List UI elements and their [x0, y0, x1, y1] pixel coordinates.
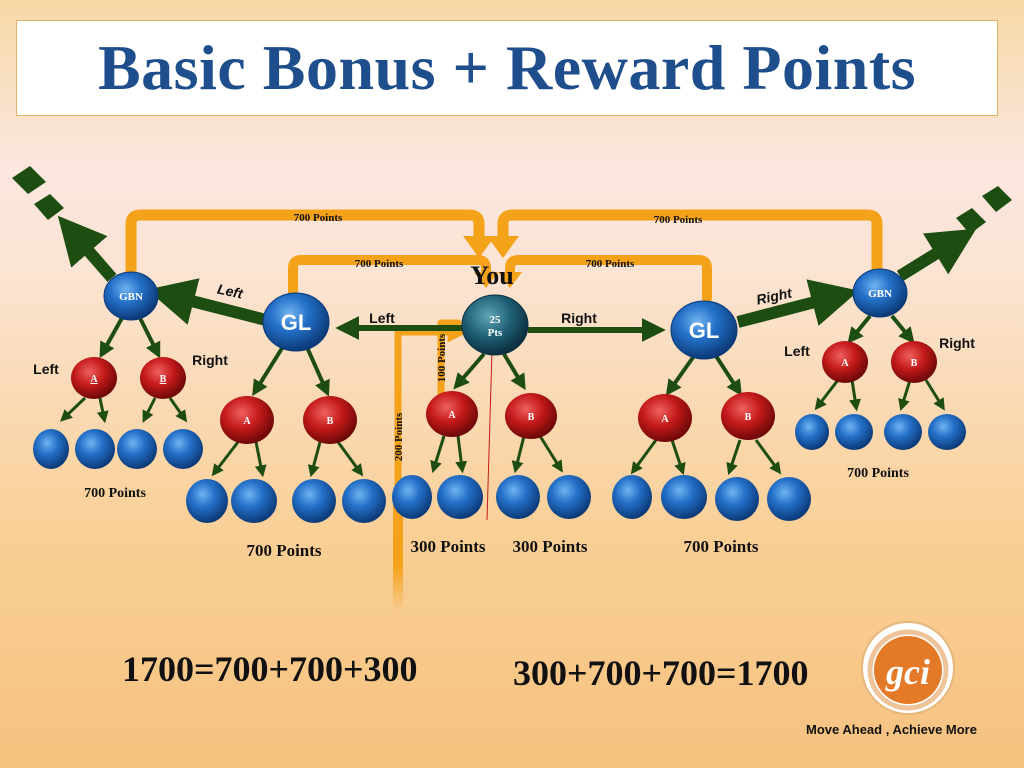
svg-text:A: A — [90, 374, 98, 385]
vertical-200-fade — [393, 500, 403, 610]
node-a-gl-left: A — [220, 396, 274, 444]
gbn-right-up-arrow — [896, 228, 977, 282]
leaves-far-left — [33, 429, 203, 469]
logo-monogram: gci — [885, 652, 930, 692]
gbn-left-up-arrow — [57, 215, 117, 282]
vertical-200-points: 200 Points — [393, 412, 405, 461]
node-a-you: A — [426, 391, 478, 437]
gbn-node-left: GBN — [103, 271, 159, 321]
top-right-arrow-feathers — [956, 186, 1012, 234]
you-label: You — [470, 261, 513, 290]
equation-right: 300+700+700=1700 — [513, 653, 809, 693]
you-points: 25 — [490, 314, 502, 326]
you-node: 25 Pts — [461, 294, 529, 356]
left-label-you: Left — [369, 310, 395, 326]
green-arrows — [57, 215, 977, 478]
inner-left-flow — [288, 255, 491, 303]
inner-left-points: 700 Points — [355, 258, 404, 270]
outer-left-arrowhead — [463, 236, 495, 258]
node-b-you: B — [505, 393, 557, 439]
inner-right-flow — [505, 255, 712, 303]
points-you-left: 300 Points — [410, 537, 485, 556]
page-title: Basic Bonus + Reward Points — [97, 32, 917, 103]
orange-flow-lines — [125, 209, 883, 610]
flow-point-labels: 700 Points 700 Points 700 Points 700 Poi… — [294, 212, 703, 461]
node-a-gbn-right: A — [822, 341, 868, 383]
node-b-gl-right: B — [721, 392, 775, 440]
inner-right-points: 700 Points — [586, 258, 635, 270]
vertical-100-points: 100 Points — [436, 333, 448, 382]
svg-text:B: B — [160, 374, 167, 385]
outer-left-flow — [125, 209, 485, 278]
gl-to-gbn-right-arrow — [736, 279, 859, 328]
leaves-gl-right — [612, 475, 811, 521]
leaves-far-right — [795, 414, 966, 450]
company-logo: gci — [861, 621, 955, 715]
points-far-right: 700 Points — [847, 466, 909, 481]
svg-text:B: B — [528, 412, 535, 423]
node-a-gbn-left: A — [71, 357, 117, 399]
svg-text:B: B — [745, 412, 752, 423]
node-b-gl-left: B — [303, 396, 357, 444]
title-box: Basic Bonus + Reward Points — [16, 20, 998, 116]
red-nodes: A B A B A B A B A B — [71, 341, 937, 444]
gbn-right-label: GBN — [868, 288, 892, 300]
tagline: Move Ahead , Achieve More — [806, 722, 977, 737]
right-label-far-left: Right — [192, 352, 228, 368]
gl-node-left: GL — [262, 292, 330, 352]
outer-left-points: 700 Points — [294, 212, 343, 224]
points-far-left: 700 Points — [84, 486, 146, 501]
you-points-unit: Pts — [488, 327, 503, 339]
node-a-gl-right: A — [638, 394, 692, 442]
gl-to-gbn-left-arrow — [147, 278, 268, 326]
svg-text:B: B — [911, 358, 918, 369]
equation-left: 1700=700+700+300 — [122, 649, 418, 689]
gl-right-label: GL — [689, 318, 720, 343]
right-label-you: Right — [561, 310, 597, 326]
inner-right-arrowhead — [498, 272, 522, 288]
leaves-gl-left — [186, 479, 386, 523]
vertical-100-flow — [437, 319, 462, 422]
outer-right-flow — [497, 209, 883, 278]
points-gl-left: 700 Points — [246, 541, 321, 560]
right-label-far-right: Right — [939, 335, 975, 351]
top-left-arrow-feathers — [12, 166, 64, 220]
gl-left-label: GL — [281, 310, 312, 335]
outer-right-arrowhead — [487, 236, 519, 258]
node-b-gbn-right: B — [891, 341, 937, 383]
leaves-you — [392, 475, 591, 519]
points-gl-right: 700 Points — [683, 537, 758, 556]
svg-text:A: A — [661, 414, 669, 425]
node-b-gbn-left: B — [140, 357, 186, 399]
group-point-labels: 700 Points 700 Points 300 Points 300 Poi… — [84, 466, 909, 560]
gbn-left-label: GBN — [119, 291, 143, 303]
left-label-far-right: Left — [784, 343, 810, 359]
left-label-gl-to-gbn: Left — [216, 281, 246, 302]
inner-left-arrowhead — [474, 272, 498, 288]
divider-line — [486, 349, 493, 521]
svg-text:B: B — [327, 416, 334, 427]
points-you-right: 300 Points — [512, 537, 587, 556]
blue-leaf-nodes — [33, 414, 966, 523]
svg-text:A: A — [841, 358, 849, 369]
gbn-node-right: GBN — [852, 268, 908, 318]
gl-node-right: GL — [670, 300, 738, 360]
right-label-gl-to-gbn: Right — [755, 284, 795, 307]
svg-text:A: A — [243, 416, 251, 427]
svg-text:A: A — [448, 410, 456, 421]
outer-right-points: 700 Points — [654, 214, 703, 226]
direction-labels: Left Left Right Right Left Right Left Ri… — [33, 281, 975, 377]
left-label-far-left: Left — [33, 361, 59, 377]
